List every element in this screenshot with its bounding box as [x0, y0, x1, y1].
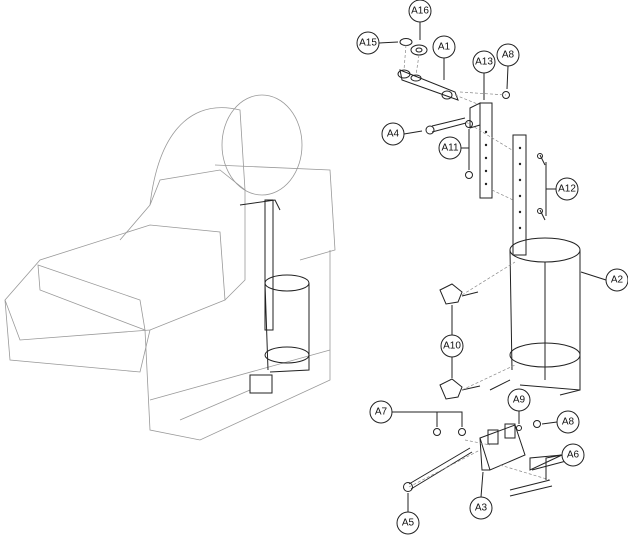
leader-line [545, 162, 556, 216]
callout-a4: A4 [381, 122, 423, 146]
callout-label: A7 [375, 407, 388, 418]
callout-a9: A9 [507, 388, 531, 424]
callout-label: A2 [611, 275, 624, 286]
callout-circle [432, 35, 456, 59]
callout-label: A13 [475, 57, 493, 68]
leader-line [580, 271, 607, 281]
callout-a13: A13 [472, 50, 496, 100]
leader-line [378, 41, 399, 44]
callout-label: A8 [562, 417, 575, 428]
callout-label: A11 [441, 143, 458, 154]
leader-line [541, 421, 558, 425]
leader-line [403, 130, 423, 135]
callout-circle [369, 400, 393, 424]
callout-circle [396, 511, 420, 535]
callout-circle [408, 0, 432, 23]
callout-circle [469, 496, 493, 520]
callout-circle [381, 122, 405, 146]
callout-a15: A15 [356, 31, 399, 55]
leader-line [392, 411, 463, 427]
callout-a11: A11 [438, 129, 470, 170]
callout-label: A5 [402, 518, 415, 529]
callout-a3: A3 [469, 471, 493, 520]
callout-label: A9 [513, 395, 526, 406]
callout-a8-bottom: A8 [541, 410, 580, 434]
callout-circle [356, 31, 380, 55]
callout-a12: A12 [545, 162, 579, 216]
callout-a6: A6 [529, 443, 585, 480]
callout-a8-top: A8 [496, 43, 520, 90]
callout-label: A12 [558, 184, 576, 195]
callout-circle [605, 268, 628, 292]
callout-a5: A5 [396, 493, 420, 535]
callout-circle [496, 43, 520, 67]
callout-label: A1 [438, 42, 451, 53]
callout-circle [440, 334, 464, 358]
callout-label: A10 [443, 341, 461, 352]
callout-circle [472, 50, 496, 74]
leader-line [506, 65, 509, 90]
callout-circle [438, 136, 462, 160]
callout-label: A3 [475, 503, 488, 514]
callout-a16: A16 [408, 0, 432, 40]
callout-label: A6 [567, 450, 580, 461]
exploded-parts [397, 38, 581, 497]
leader-line [529, 454, 563, 480]
callout-circle [561, 443, 585, 467]
seat-assembly-illustration [4, 94, 336, 441]
callout-label: A4 [387, 129, 400, 140]
leader-line [461, 129, 470, 170]
callout-a1: A1 [432, 35, 456, 80]
callout-label: A16 [411, 6, 429, 17]
callout-label: A8 [502, 50, 515, 61]
callout-circle [556, 410, 580, 434]
callout-a2: A2 [580, 268, 628, 292]
leader-line [480, 471, 484, 498]
callout-a10: A10 [440, 305, 464, 378]
callout-circle [555, 177, 579, 201]
callout-a7: A7 [369, 400, 463, 427]
callout-label: A15 [359, 38, 377, 49]
callout-circle [507, 388, 531, 412]
